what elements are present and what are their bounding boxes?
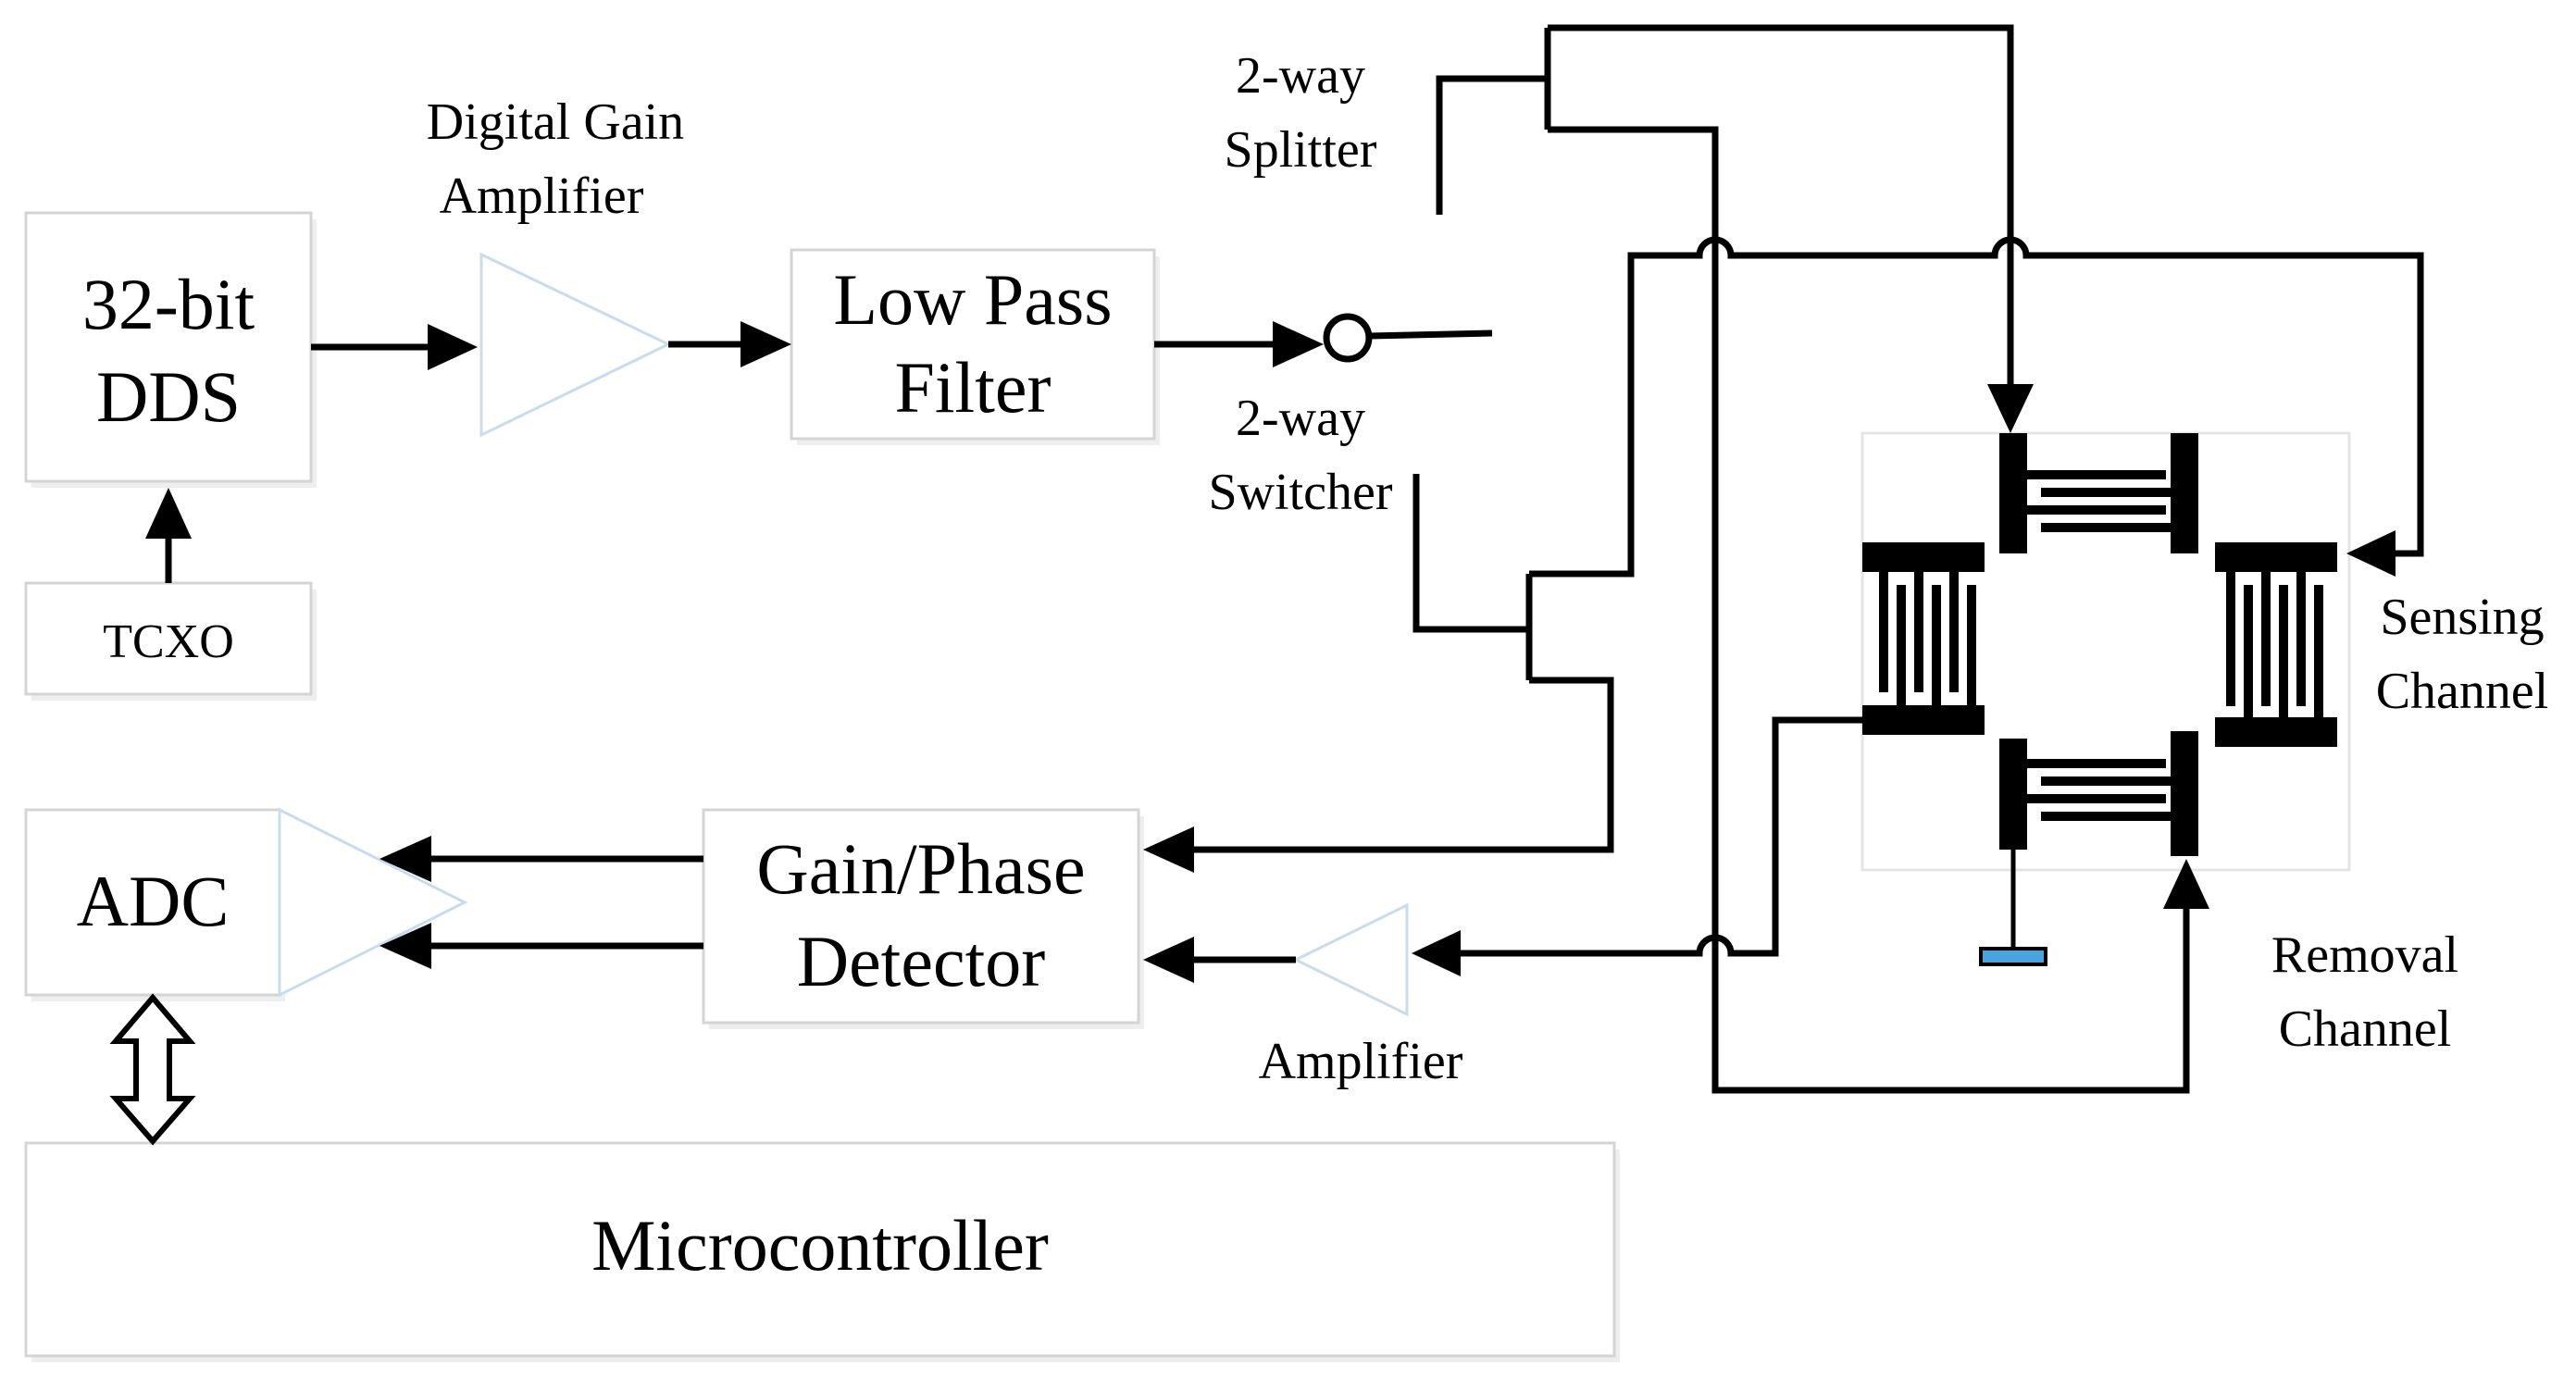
splitter-label-line1: 2-way [1236, 47, 1365, 105]
wire-splitter-to-sensor-top [1548, 24, 2014, 233]
arrowhead-dds-to-amplifier [428, 324, 478, 370]
splitter-label-line2: Splitter [1225, 121, 1377, 179]
microcontroller-label: Microcontroller [591, 1205, 1049, 1286]
arrowhead-to-adc-bottom [380, 923, 431, 969]
wire-splitter-to-removal-loop [1548, 126, 2190, 1094]
arrowhead-to-amplifier [1412, 930, 1461, 976]
digital-gain-amplifier-triangle [479, 252, 672, 438]
low-pass-filter-label-line2: Filter [895, 347, 1052, 428]
adc-block: ADC [24, 807, 468, 1001]
low-pass-filter-block: Low Pass Filter [790, 248, 1160, 445]
digital-gain-amplifier-label-line2: Amplifier [440, 168, 644, 225]
bidirectional-arrow-adc-microcontroller [109, 993, 196, 1146]
dds-label-line1: 32-bit [82, 264, 255, 344]
switch-node [1323, 313, 1373, 363]
wire-sensor-to-amplifier [1458, 716, 1862, 957]
microcontroller-block: Microcontroller [24, 1141, 1620, 1362]
ground-symbol [1979, 947, 2047, 966]
sensor-electrodes [1862, 433, 2337, 966]
digital-gain-amplifier-label-line1: Digital Gain [427, 93, 684, 151]
arrowhead-to-gain-phase-top [1143, 826, 1194, 873]
amplifier-label: Amplifier [1259, 1033, 1463, 1090]
arrowhead-into-removal-channel [2163, 859, 2209, 909]
arrowhead-lpf-to-switch [1273, 321, 1324, 367]
switcher-label-line2: Switcher [1208, 464, 1392, 521]
tcxo-label: TCXO [103, 615, 234, 668]
switcher-label-line1: 2-way [1236, 390, 1365, 447]
switcher-bracket [1412, 474, 1529, 633]
wire-switcher-to-sensing-loop [1529, 236, 2424, 578]
gain-phase-detector-block: Gain/Phase Detector [702, 808, 1144, 1029]
gain-phase-detector-label-line1: Gain/Phase [756, 828, 1085, 909]
arrowhead-amplifier-to-lpf [740, 321, 791, 367]
dds-block: 32-bit DDS [24, 211, 317, 488]
switch-blade [1368, 329, 1493, 340]
arrowhead-into-sensor-top [1987, 384, 2034, 433]
splitter-bracket [1436, 75, 1548, 215]
arrowhead-into-sensing-channel [2346, 530, 2396, 577]
sensing-channel-label-line2: Channel [2376, 663, 2549, 720]
tcxo-block: TCXO [24, 581, 317, 701]
gain-phase-detector-label-line2: Detector [797, 921, 1046, 1001]
adc-label: ADC [77, 861, 230, 941]
arrowhead-to-gain-phase-bottom [1143, 937, 1194, 983]
low-pass-filter-label-line1: Low Pass [833, 259, 1112, 340]
arrowhead-tcxo-to-dds [145, 488, 192, 539]
sensing-channel-label-line1: Sensing [2380, 589, 2544, 646]
removal-channel-label-line2: Channel [2279, 1000, 2452, 1058]
removal-channel-label-line1: Removal [2271, 926, 2458, 984]
wire-switcher-to-gain-phase [1194, 677, 1614, 853]
amplifier-triangle [1292, 902, 1409, 1017]
dds-label-line2: DDS [96, 356, 241, 437]
arrowhead-to-adc-top [380, 836, 431, 882]
